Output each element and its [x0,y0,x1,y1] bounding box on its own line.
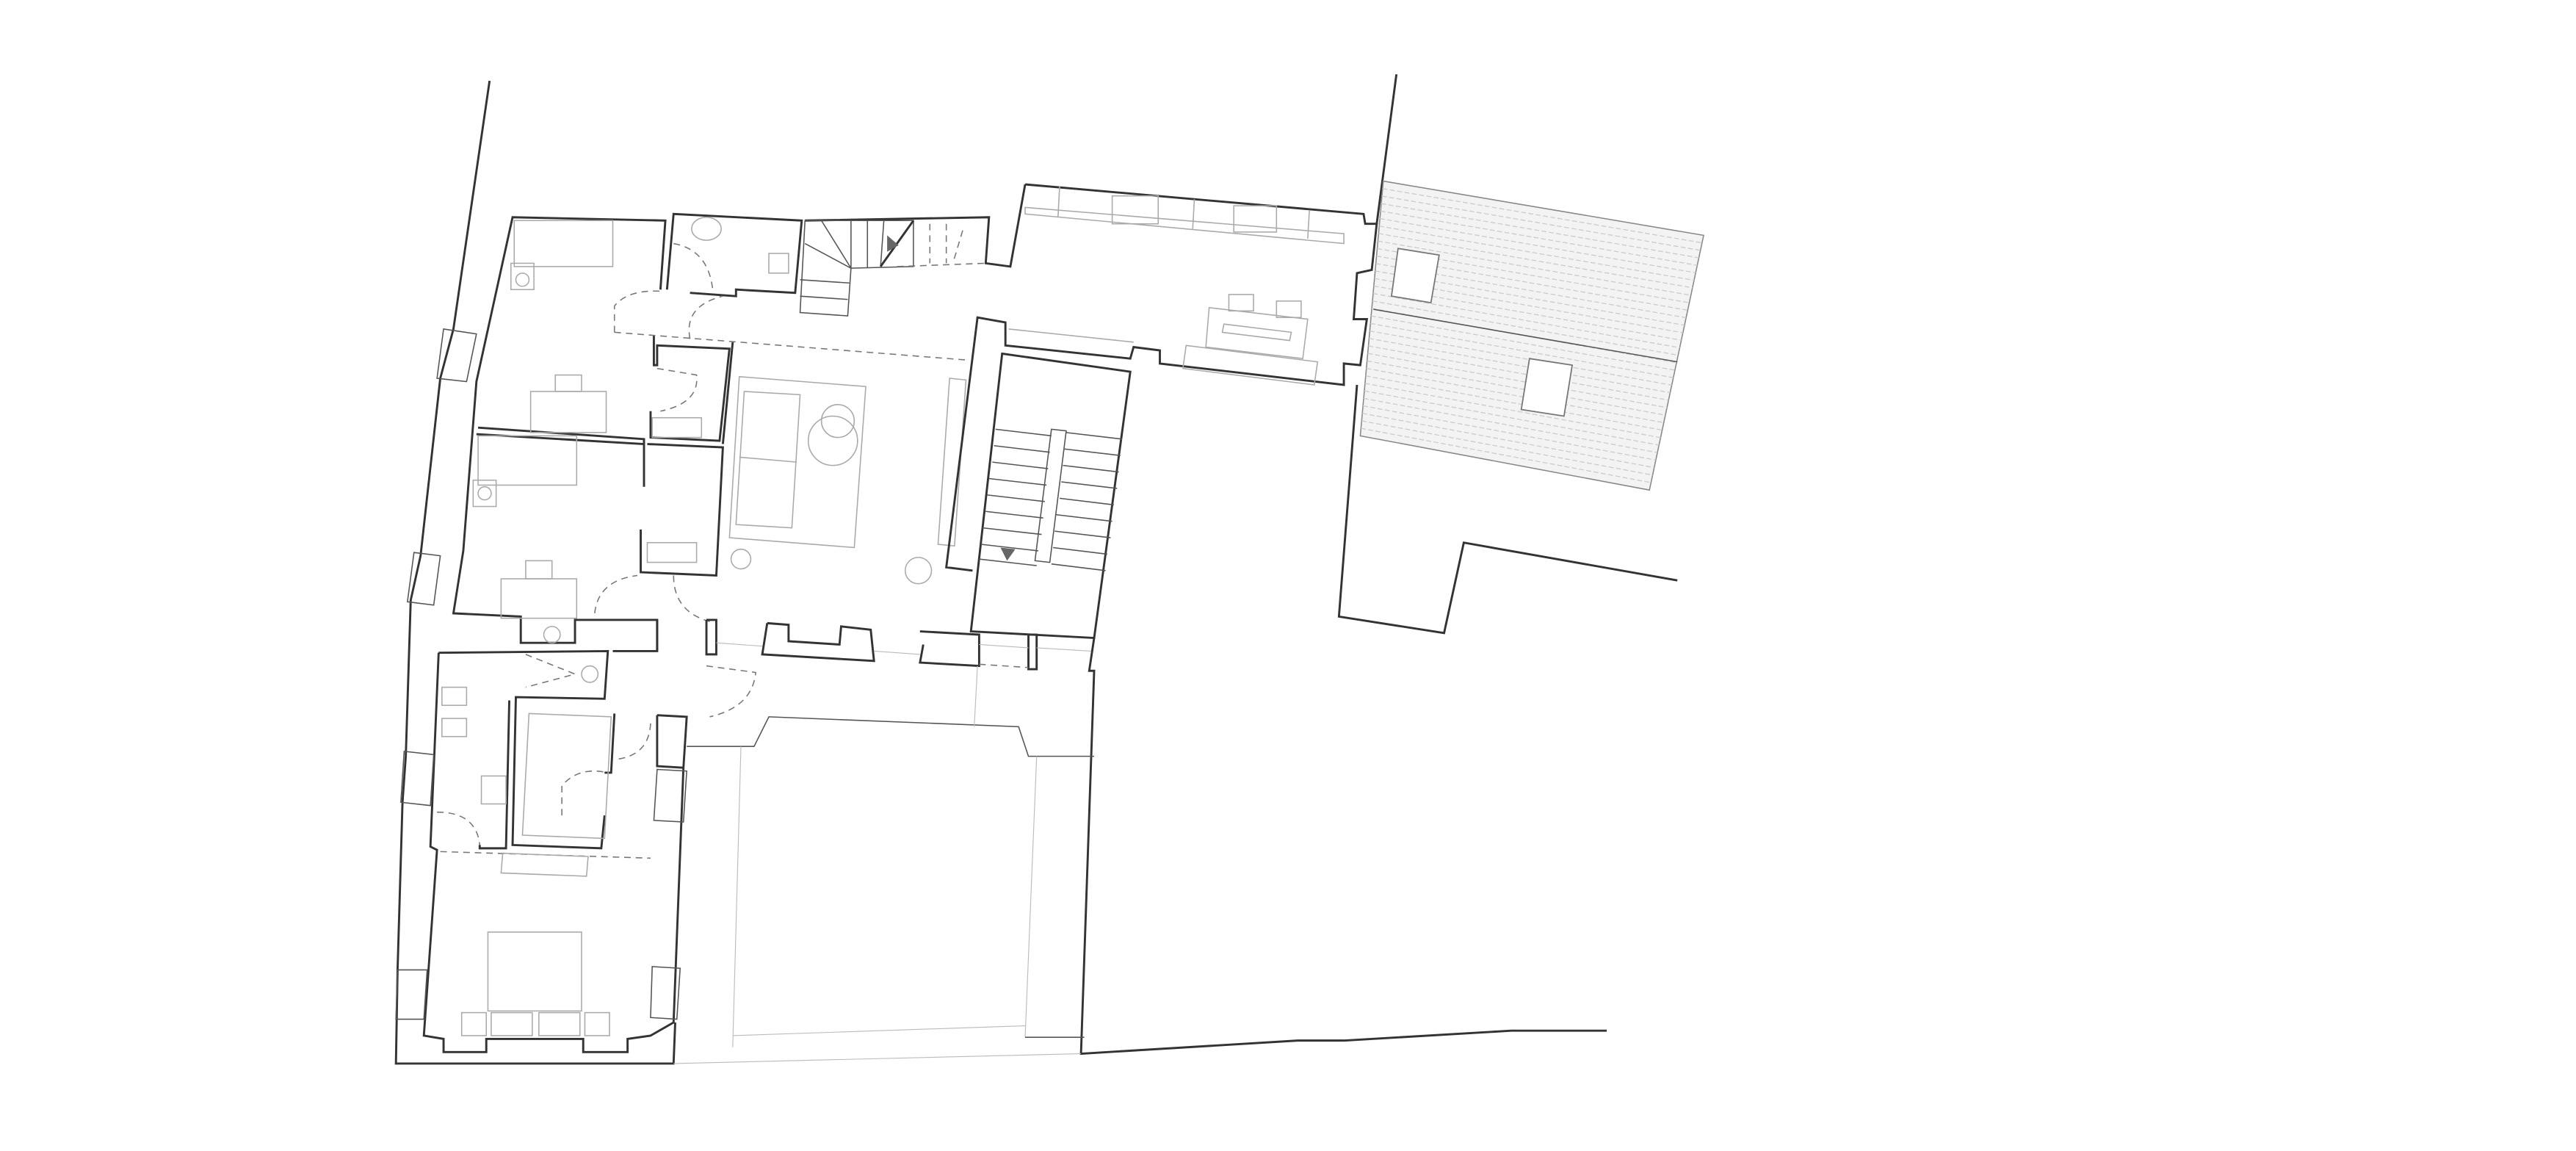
skylight [1390,248,1440,304]
roof-tile-row [1362,413,1654,469]
roof-tile-row [1378,233,1693,289]
arrow-down-icon [1000,547,1016,561]
roof-tile-row [1369,338,1671,394]
site-boundary [394,73,1678,1065]
arrow-down-icon [887,235,899,252]
roof-tile-row [1372,292,1680,349]
bedroom-top-left [452,216,667,652]
skylight [1520,358,1574,417]
roof-tile-row [1367,360,1666,416]
bathroom-lower [437,619,688,850]
roof-tile-row [1361,420,1653,476]
roof-tile-row [1370,330,1672,386]
roof-tiles [1359,180,1704,491]
roof-tile-row [1367,353,1668,408]
windows-west [395,328,688,1020]
roof-tile-row [1368,345,1669,401]
roof-tile-row [1366,367,1664,424]
roof-tile-row [1379,225,1695,281]
staircase-top [799,184,1027,317]
roof-tile-row [1380,217,1696,274]
roof-tile-row [1363,405,1657,461]
roof-tile-row [1381,195,1701,251]
roof-tile-row [1378,240,1691,296]
roof-tile-row [1382,188,1702,244]
roof-tile-row [1364,383,1661,439]
closet-block [640,335,734,622]
roof-tile-row [1361,427,1651,483]
living-room [614,331,970,585]
bedroom-lower [422,652,685,1053]
staircase-main [969,352,1132,640]
hallway-lower [687,618,1095,1047]
bathroom-top [665,212,803,339]
roof-tile-row [1381,203,1699,259]
roof-tile-row [1380,210,1698,266]
roof-tile-row [1365,375,1663,431]
roof-tile-row [1363,397,1658,453]
bedroom-middle-left [472,435,638,644]
roof-tile-row [1364,390,1660,446]
kitchen-room [945,183,1378,572]
